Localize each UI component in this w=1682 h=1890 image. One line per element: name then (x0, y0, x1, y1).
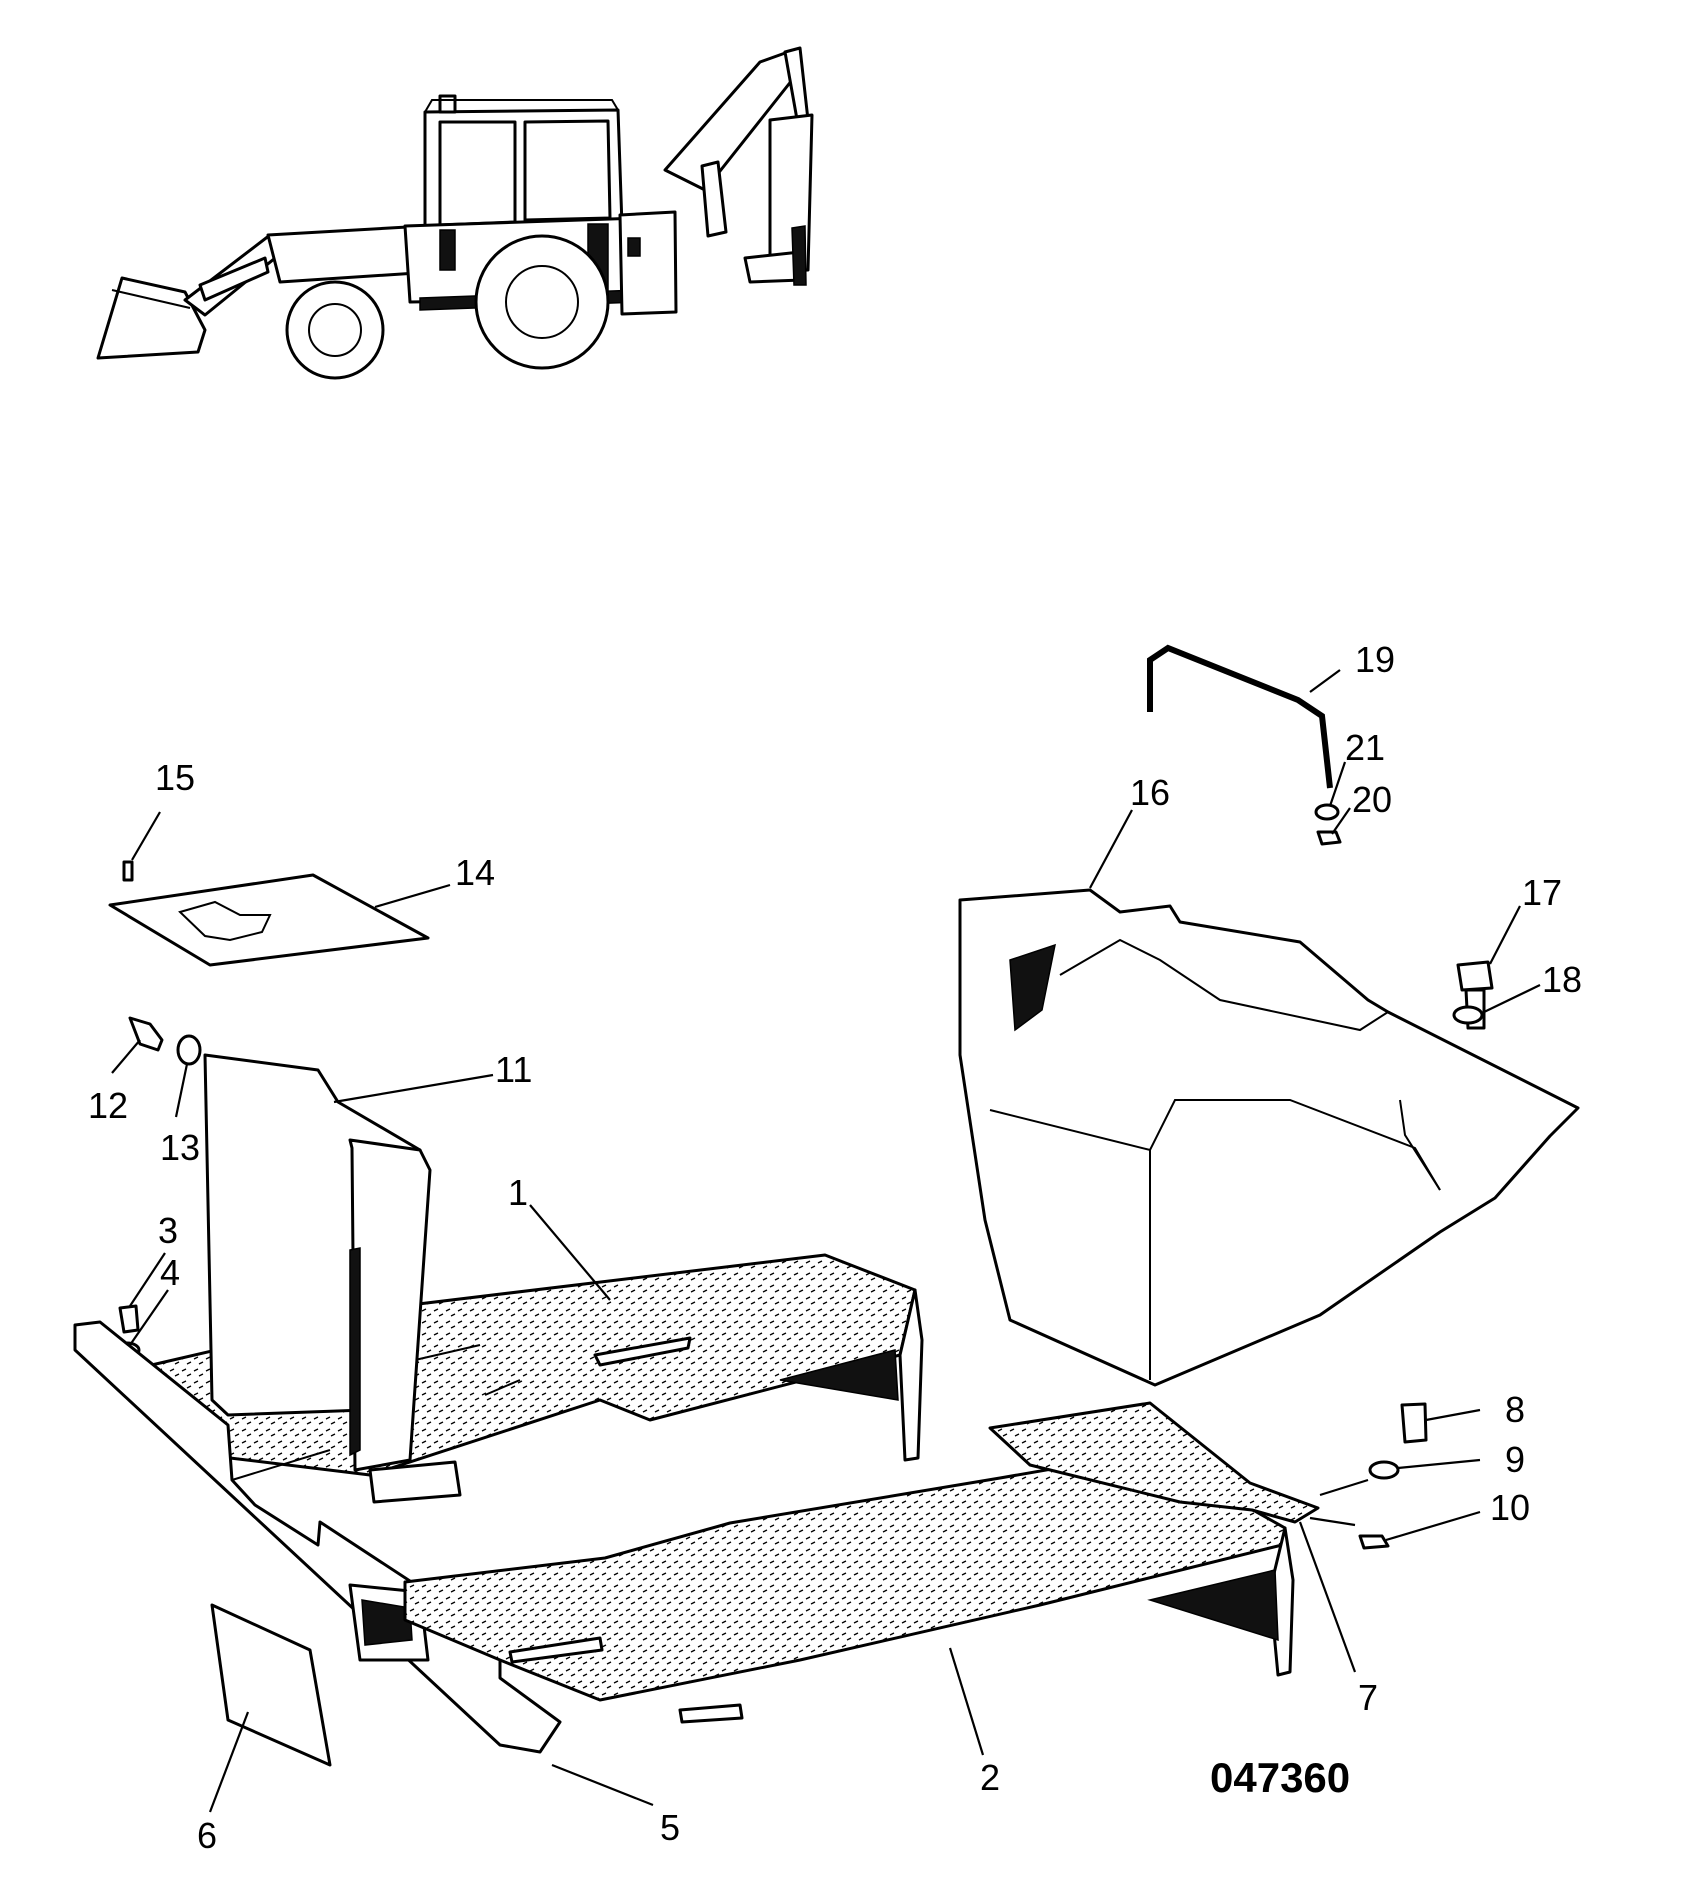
callout-19: 19 (1355, 639, 1395, 680)
washer-part-9 (1368, 1460, 1400, 1480)
floor-plate-part-2 (403, 1450, 1295, 1724)
callout-1: 1 (508, 1172, 528, 1213)
nut-part-10 (1358, 1534, 1390, 1550)
heel-plate-part (988, 1401, 1320, 1524)
console-cover-part (958, 888, 1580, 1387)
callout-14: 14 (455, 852, 495, 893)
drawing-number: 047360 (1210, 1754, 1350, 1801)
callout-labels: 19 21 20 16 17 18 15 14 12 13 11 1 3 4 8… (88, 639, 1582, 1856)
u-bolt-part (1147, 644, 1333, 789)
callout-20: 20 (1352, 779, 1392, 820)
callout-16: 16 (1130, 772, 1170, 813)
bolt-part-8 (1400, 1402, 1428, 1444)
callout-17: 17 (1522, 872, 1562, 913)
callout-9: 9 (1505, 1439, 1525, 1480)
callout-13: 13 (160, 1127, 200, 1168)
callout-8: 8 (1505, 1389, 1525, 1430)
side-panel-part (203, 1053, 462, 1504)
callout-12: 12 (88, 1085, 128, 1126)
callout-4: 4 (160, 1252, 180, 1293)
callout-21: 21 (1345, 727, 1385, 768)
bolt-part-3 (118, 1304, 140, 1334)
screw-part-15 (122, 860, 134, 882)
inspection-plate-part (108, 873, 430, 967)
leader-lines (111, 669, 1541, 1813)
pad-part (210, 1603, 332, 1767)
callout-18: 18 (1542, 959, 1582, 1000)
callout-10: 10 (1490, 1487, 1530, 1528)
bolt-part-12 (128, 1016, 164, 1052)
callout-11: 11 (495, 1049, 532, 1090)
nut-part (1316, 830, 1342, 846)
callout-6: 6 (197, 1815, 217, 1856)
callout-3: 3 (158, 1210, 178, 1251)
callout-15: 15 (155, 757, 195, 798)
callout-5: 5 (660, 1807, 680, 1848)
callout-2: 2 (980, 1757, 1000, 1798)
washer-part (1314, 803, 1340, 821)
callout-7: 7 (1358, 1677, 1378, 1718)
backhoe-loader-illustration (96, 46, 814, 380)
washer-part-13 (176, 1034, 202, 1066)
washer-part-18 (1452, 1005, 1484, 1025)
